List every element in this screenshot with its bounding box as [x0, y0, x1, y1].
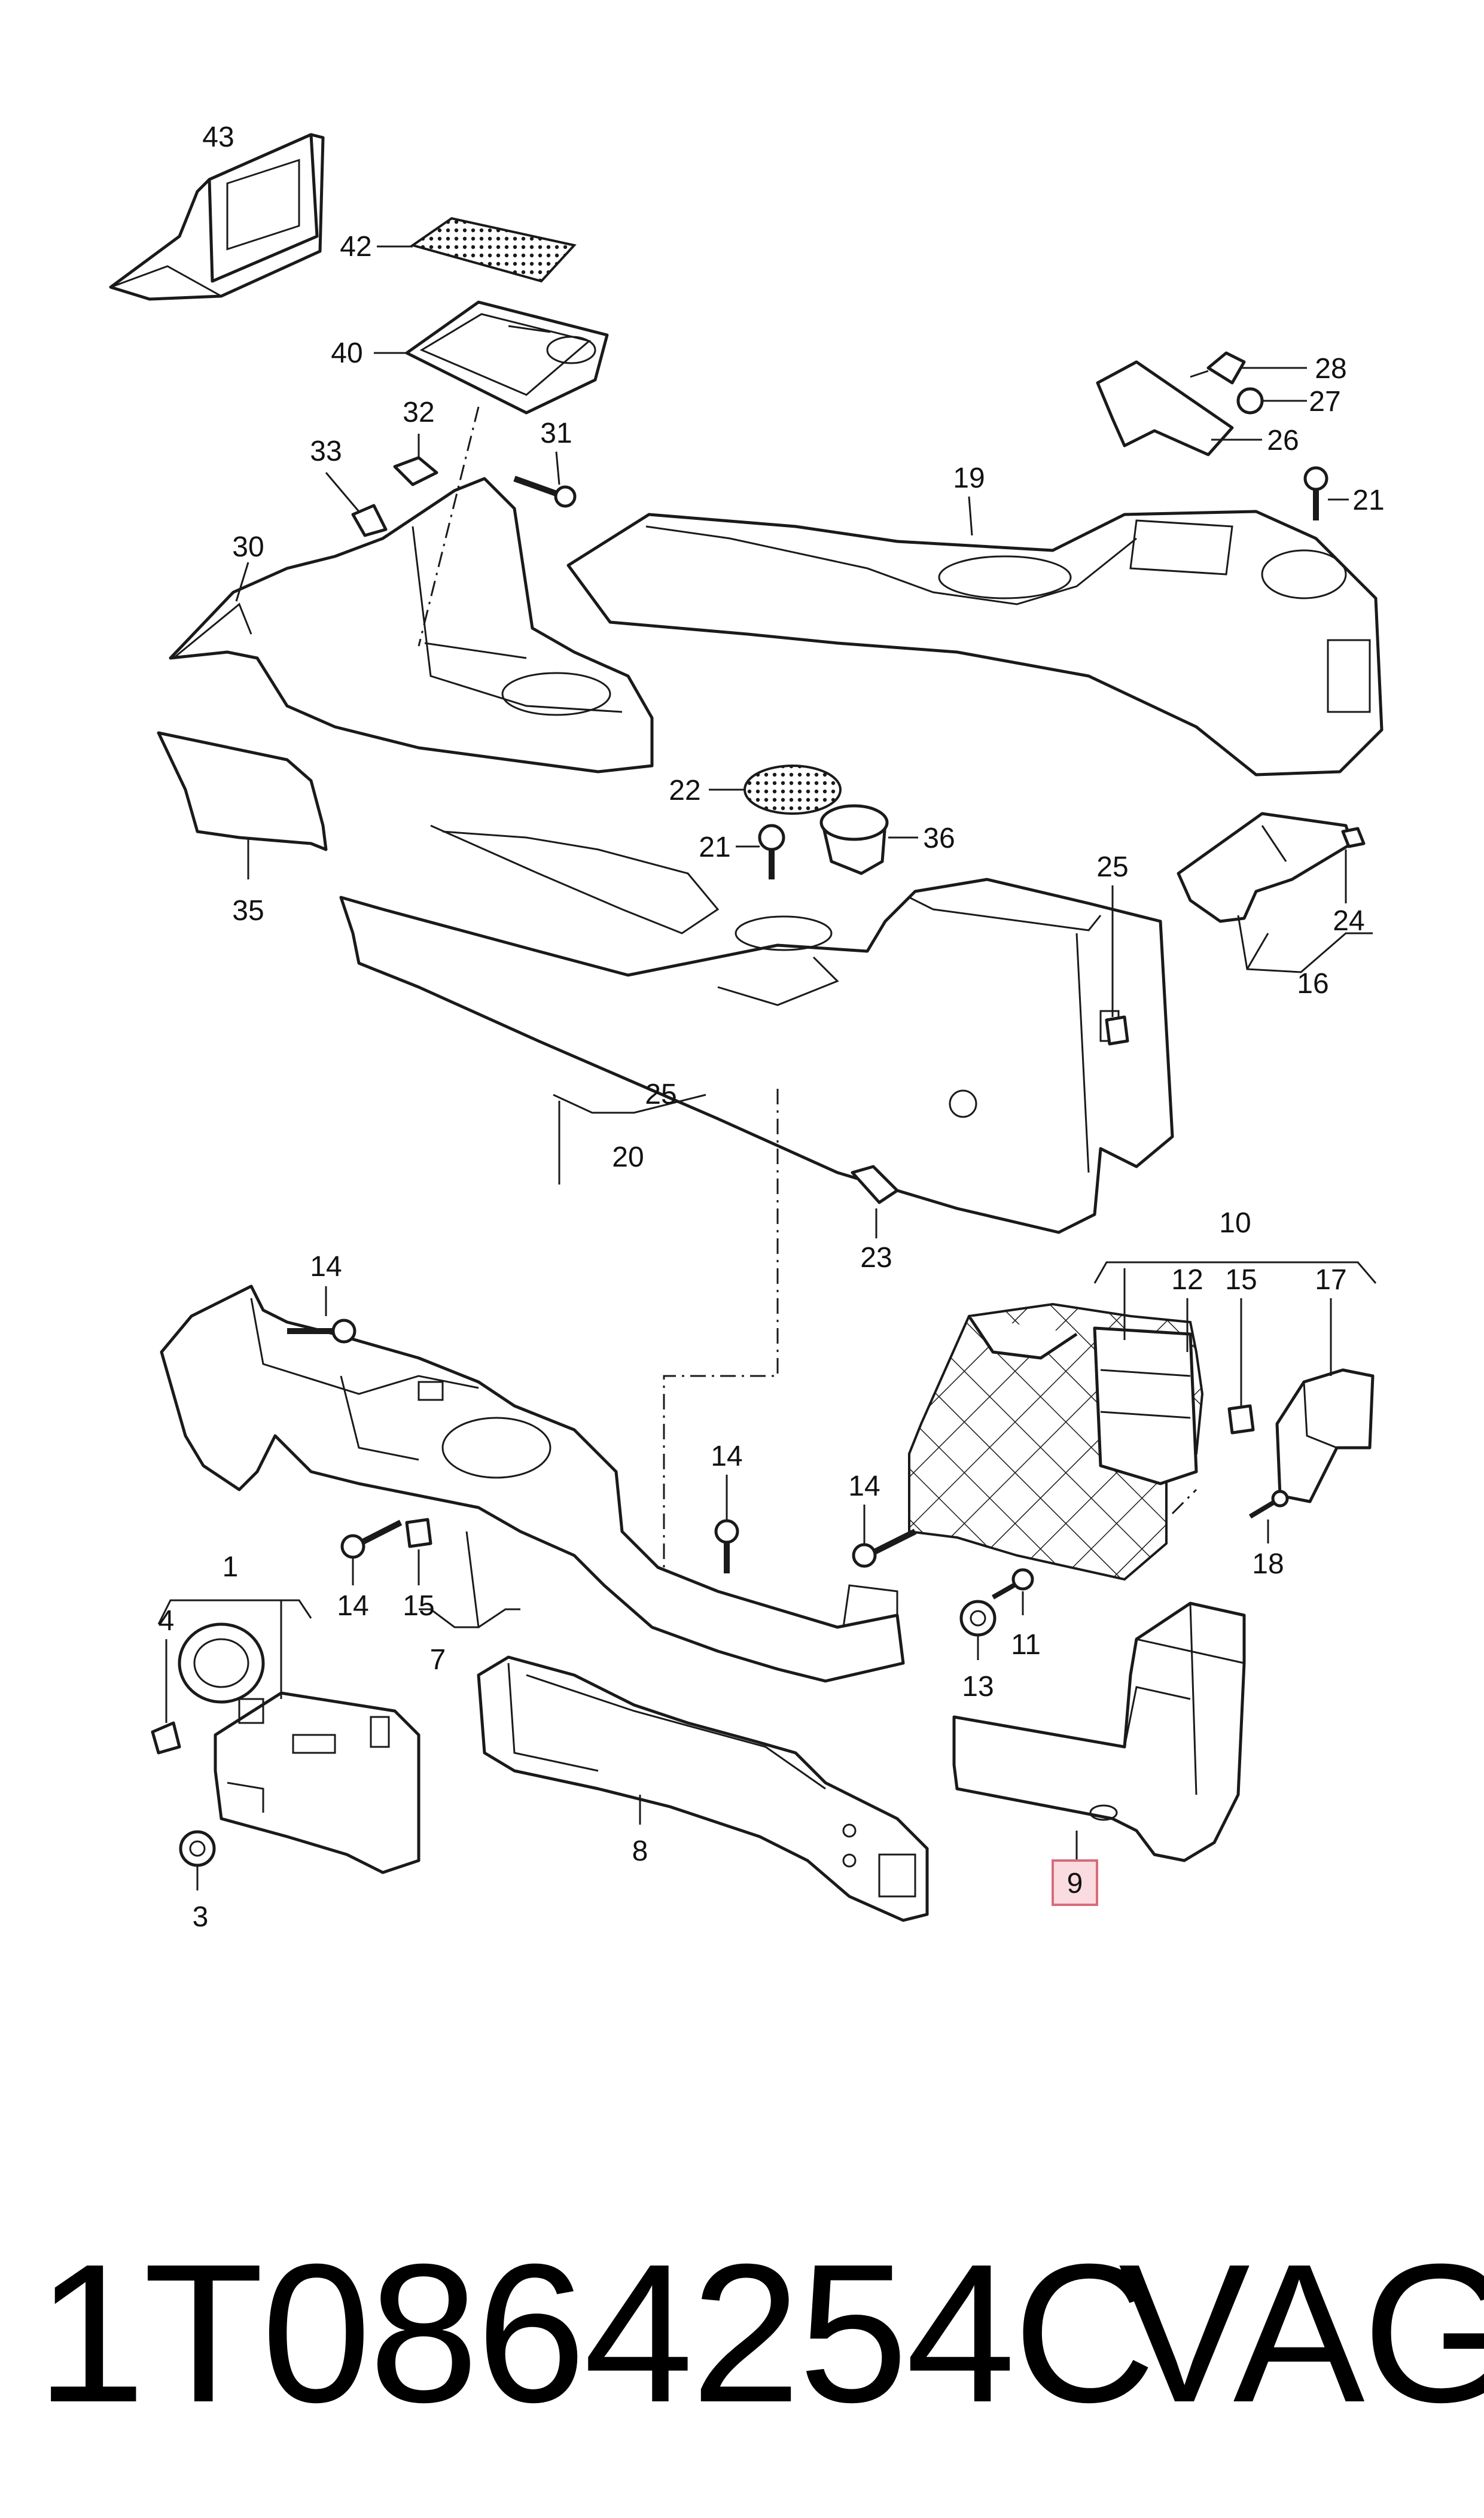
part-28-spring: [1190, 351, 1246, 385]
part-21-screw-middle: [758, 824, 785, 879]
part-32-clip: [393, 456, 438, 486]
part-17-cover: [1275, 1368, 1375, 1503]
part-42-mat: [410, 217, 577, 283]
part-21-screw-upper: [1303, 466, 1328, 520]
exploded-parts-diagram: 43 42 40 32 33 31 30: [109, 121, 1385, 1933]
part-22-cap: [743, 765, 842, 815]
part-35-side-panel: [157, 731, 328, 851]
part-15-clip-lower: [405, 1518, 432, 1548]
callout-15b: 15: [403, 1590, 434, 1622]
part-43-tray-insert: [109, 133, 325, 301]
part-20-center-console: [339, 824, 1174, 1234]
part-36-cup-insert: [819, 804, 889, 875]
callout-43: 43: [202, 121, 234, 153]
part-16-bracket-assembly: [1177, 812, 1366, 923]
callout-21a: 21: [1352, 485, 1384, 516]
part-10-control-unit-bracket: [908, 1302, 1204, 1581]
callout-16: 16: [1297, 968, 1328, 1000]
callout-13: 13: [962, 1671, 994, 1703]
callout-3: 3: [193, 1901, 209, 1933]
part-14-screw-c: [714, 1519, 739, 1573]
part-11-screw: [992, 1568, 1034, 1600]
part-1-cover-panel: [151, 1622, 420, 1874]
part-3-nut: [179, 1830, 216, 1867]
part-33-clip: [351, 504, 388, 537]
part-30-front-console-cover: [169, 477, 654, 774]
callout-22: 22: [669, 775, 700, 806]
callout-17: 17: [1315, 1264, 1346, 1296]
part-14-screw-d: [852, 1529, 917, 1568]
callout-26: 26: [1267, 425, 1299, 456]
callout-11: 11: [1011, 1629, 1041, 1661]
part-25-clip: [1105, 1015, 1129, 1046]
callout-14b: 14: [337, 1590, 368, 1622]
part-15-clip-upper: [1227, 1404, 1255, 1435]
part-23-plug: [851, 1165, 899, 1204]
callout-31: 31: [540, 418, 572, 449]
callout-27: 27: [1309, 386, 1340, 418]
callout-25b: 25: [645, 1079, 677, 1110]
part-8-air-duct: [477, 1655, 929, 1922]
callout-25a: 25: [1096, 851, 1128, 883]
callout-8: 8: [632, 1835, 648, 1867]
part-number: 1T0864254C: [36, 2222, 1156, 2443]
callout-9: 9: [1067, 1868, 1083, 1899]
callout-33: 33: [310, 436, 342, 467]
callout-14a: 14: [310, 1251, 342, 1283]
callout-15a: 15: [1225, 1264, 1257, 1296]
callout-14d: 14: [848, 1470, 880, 1502]
part-14-screw-b: [340, 1520, 403, 1559]
part-19-rear-console-cover: [566, 510, 1384, 777]
callout-32: 32: [403, 397, 434, 428]
part-27-plug: [1236, 387, 1264, 415]
callout-7: 7: [430, 1644, 446, 1676]
callout-20: 20: [612, 1141, 644, 1173]
part-7-console-frame: [160, 1284, 905, 1683]
part-9-rear-air-duct: [952, 1601, 1246, 1862]
part-14-screw-a: [287, 1319, 356, 1344]
callout-1: 1: [223, 1551, 239, 1583]
callout-36: 36: [923, 823, 955, 854]
highlight-box-9: [1052, 1859, 1098, 1906]
callout-23: 23: [860, 1242, 892, 1274]
callout-19: 19: [953, 462, 985, 494]
callout-30: 30: [232, 531, 264, 563]
part-40-storage-compartment: [405, 300, 609, 415]
callout-21b: 21: [699, 832, 730, 863]
part-31-screw: [513, 476, 577, 508]
footer: 1T0864254C VAG: [0, 2213, 1484, 2453]
callout-35: 35: [232, 895, 264, 927]
callout-24: 24: [1333, 905, 1364, 937]
callout-10: 10: [1219, 1207, 1251, 1239]
callout-4: 4: [159, 1605, 175, 1637]
callout-42: 42: [340, 231, 371, 263]
callout-18: 18: [1252, 1548, 1284, 1580]
callout-40: 40: [331, 337, 362, 369]
brand-name: VAG: [1119, 2222, 1484, 2443]
part-13-nut: [959, 1600, 997, 1637]
callout-12: 12: [1171, 1264, 1203, 1296]
part-18-screw: [1248, 1490, 1289, 1519]
part-26-bracket: [1096, 360, 1234, 456]
callout-14c: 14: [711, 1441, 742, 1472]
callout-28: 28: [1315, 353, 1346, 385]
